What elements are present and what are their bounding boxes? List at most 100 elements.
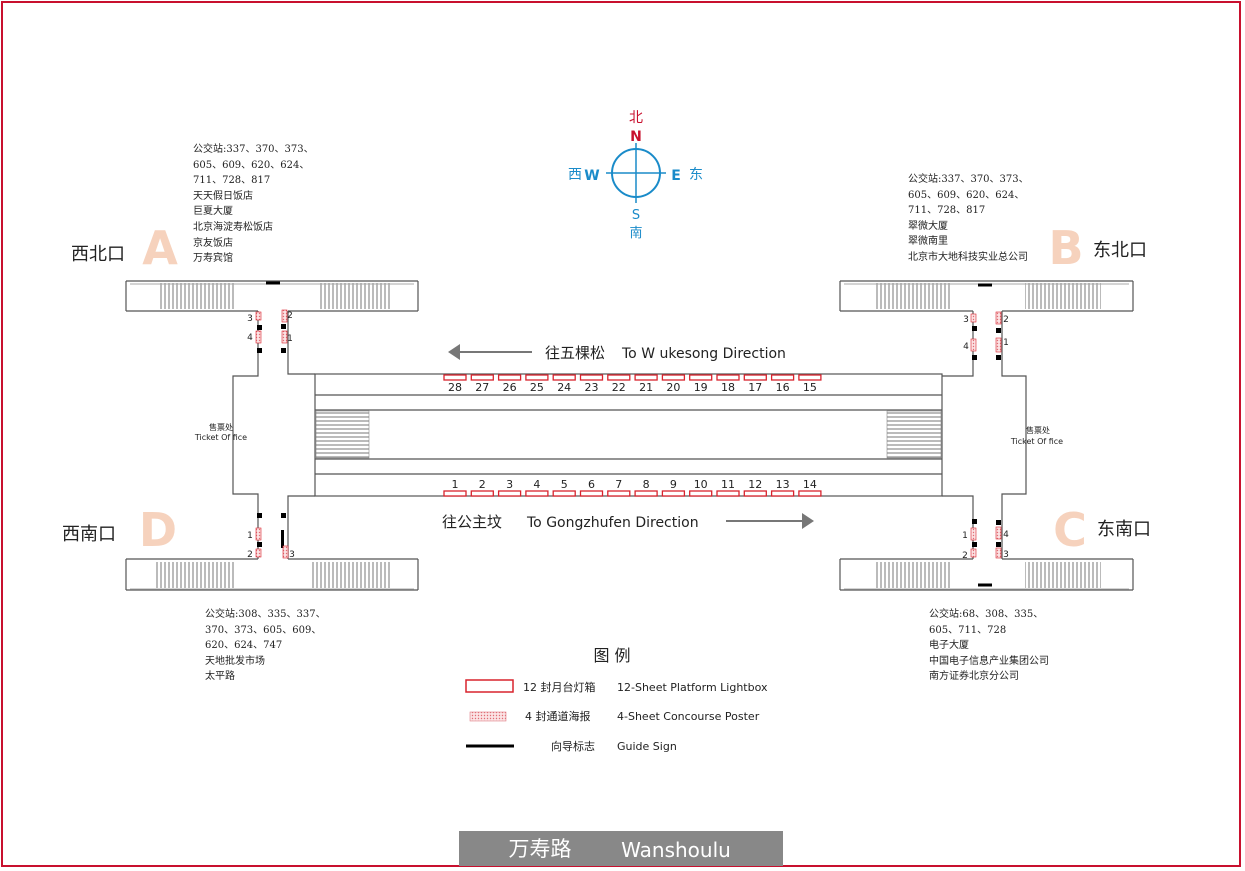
info-line: 翠微南里: [908, 236, 948, 248]
lightbox-number: 18: [721, 381, 735, 394]
guide-sign: [281, 530, 284, 548]
platform-lightbox: [743, 490, 767, 497]
concourse-poster: [282, 545, 289, 559]
legend-lightbox-cn: 12 封月台灯箱: [523, 680, 596, 694]
concourse-poster: [995, 311, 1002, 325]
ticket-office-west-en: Ticket Of fice: [194, 433, 247, 442]
exit-c-label: 东南口: [1097, 519, 1151, 540]
platform-structure: [314, 373, 943, 497]
info-line: 公交站:337、370、373、: [193, 144, 314, 155]
exit-b-info: 公交站:337、370、373、605、609、620、624、711、728、…: [908, 172, 1029, 266]
guide-sign: [996, 520, 1001, 525]
platform-lightbox: [552, 374, 576, 381]
poster-number: 3: [963, 315, 969, 325]
platform-lightbox: [716, 374, 740, 381]
concourse-poster: [255, 330, 262, 344]
info-line: 公交站:308、335、337、: [205, 609, 326, 620]
guide-sign: [972, 519, 977, 524]
legend: 图 例 12 封月台灯箱 12-Sheet Platform Lightbox …: [465, 646, 768, 753]
info-line: 天地批发市场: [205, 655, 265, 667]
lightbox-number: 21: [639, 381, 653, 394]
stairs: [160, 283, 235, 309]
station-banner: [459, 831, 783, 866]
guide-sign: [281, 324, 286, 329]
platform-lightbox: [661, 374, 686, 381]
platform-lightbox: [689, 374, 713, 381]
info-line: 太平路: [205, 671, 235, 683]
platform-lightbox: [770, 490, 795, 497]
platform-lightbox: [634, 374, 658, 381]
platform-lightbox: [579, 490, 604, 497]
poster-number: 4: [963, 342, 969, 352]
platform-lightbox: [497, 490, 522, 497]
platform-lightbox: [743, 374, 767, 381]
platform-stairs-east: [886, 410, 942, 459]
guide-sign: [972, 326, 977, 331]
platform-lightbox: [689, 490, 713, 497]
poster-number: 1: [287, 334, 293, 344]
concourse-poster: [255, 527, 262, 541]
exit-d-letter: D: [139, 503, 177, 557]
exit-b-label: 东北口: [1093, 240, 1147, 261]
platform-lightbox: [607, 490, 631, 497]
info-line: 620、624、747: [205, 640, 283, 652]
exit-a-structure: [125, 280, 419, 591]
guide-sign: [257, 542, 262, 547]
legend-poster-en: 4-Sheet Concourse Poster: [617, 710, 760, 723]
arrow-to-wukesong: [448, 344, 532, 360]
info-line: 京友饭店: [193, 237, 233, 249]
exit-a-letter: A: [142, 221, 178, 275]
platform-lightbox: [798, 374, 822, 381]
exit-b-letter: B: [1048, 221, 1083, 275]
lightbox-number: 26: [503, 381, 517, 394]
legend-title: 图 例: [593, 646, 630, 665]
lightbox-number: 10: [694, 478, 708, 491]
direction-north-en: To W ukesong Direction: [621, 346, 786, 362]
lightbox-number: 24: [557, 381, 571, 394]
stairs: [318, 283, 390, 309]
direction-south-en: To Gongzhufen Direction: [526, 515, 699, 531]
info-line: 605、711、728: [929, 624, 1007, 636]
platform-lightbox: [497, 374, 522, 381]
info-line: 370、373、605、609、: [205, 624, 322, 636]
platform-lightbox: [579, 374, 604, 381]
legend-guide-en: Guide Sign: [617, 740, 677, 753]
exit-a-info: 公交站:337、370、373、605、609、620、624、711、728、…: [193, 142, 314, 267]
info-line: 711、728、817: [908, 205, 986, 217]
poster-number: 3: [247, 314, 253, 324]
poster-number: 4: [247, 333, 253, 343]
lightbox-number: 7: [615, 478, 622, 491]
concourse-poster: [255, 311, 262, 321]
lightbox-number: 25: [530, 381, 544, 394]
ticket-office-east-cn: 售票处: [1026, 425, 1050, 435]
legend-guide-cn: 向导标志: [551, 739, 595, 753]
lightbox-number: 20: [666, 381, 680, 394]
info-line: 605、609、620、624、: [193, 159, 310, 171]
compass: 北 N S 南 西 W E 东: [568, 110, 703, 241]
legend-poster-swatch: [469, 711, 507, 722]
arrow-to-gongzhufen: [726, 513, 814, 529]
guide-sign: [281, 348, 286, 353]
info-line: 公交站:68、308、335、: [929, 609, 1044, 620]
concourse-poster: [995, 547, 1002, 559]
concourse-poster: [281, 309, 288, 323]
compass-north: N: [630, 129, 642, 145]
legend-lightbox-swatch: [465, 679, 514, 693]
guide-sign: [281, 513, 286, 518]
exit-d-info: 公交站:308、335、337、 370、373、605、609、 620、624、…: [205, 607, 326, 685]
lightbox-number: 23: [585, 381, 599, 394]
compass-south: S: [632, 208, 640, 223]
lightbox-number: 12: [748, 478, 762, 491]
compass-west-cn: 西: [568, 167, 582, 183]
concourse-poster: [255, 548, 262, 558]
guide-sign: [996, 355, 1001, 360]
platform-lightbox: [470, 374, 494, 381]
ticket-office-east-en: Ticket Of fice: [1010, 437, 1063, 446]
concourse-poster: [970, 548, 977, 558]
poster-number: 1: [962, 531, 968, 541]
platform-lightbox: [552, 490, 576, 497]
